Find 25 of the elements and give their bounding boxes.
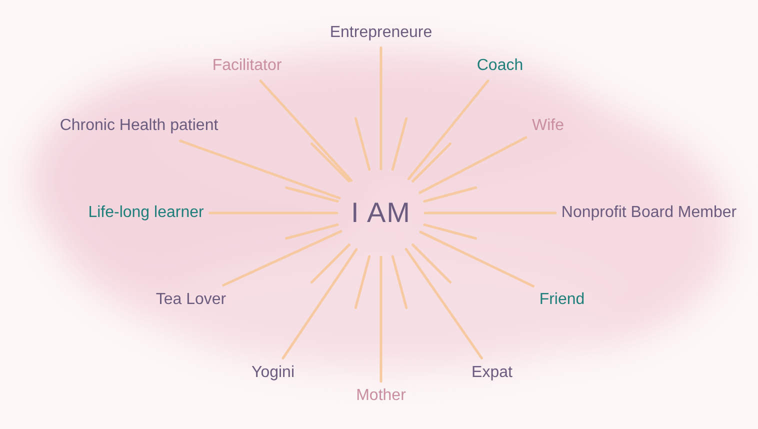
role-label: Friend — [539, 291, 585, 309]
ray-line — [259, 80, 353, 182]
ray-line — [419, 230, 535, 288]
role-label: Wife — [532, 117, 564, 135]
ray-line — [380, 256, 382, 382]
ray-line — [208, 212, 338, 214]
role-label: Nonprofit Board Member — [561, 204, 737, 222]
ray-line — [380, 46, 382, 170]
ray-line — [282, 248, 358, 360]
role-label: Yogini — [252, 364, 294, 382]
ray-line — [178, 140, 341, 200]
ray-line — [407, 80, 490, 180]
role-label: Facilitator — [212, 57, 282, 75]
role-label: Coach — [476, 57, 524, 75]
ray-line — [404, 248, 483, 360]
role-label: Life-long learner — [88, 204, 204, 222]
role-label: Expat — [472, 364, 512, 382]
role-label: Mother — [356, 387, 406, 405]
center-text: I AM — [350, 197, 411, 229]
ray-line — [222, 230, 342, 286]
role-label: Tea Lover — [156, 291, 226, 309]
role-label: Chronic Health patient — [60, 117, 218, 135]
ray-line — [424, 212, 557, 214]
ray-line — [418, 136, 528, 194]
role-label: Entrepreneure — [330, 24, 432, 42]
